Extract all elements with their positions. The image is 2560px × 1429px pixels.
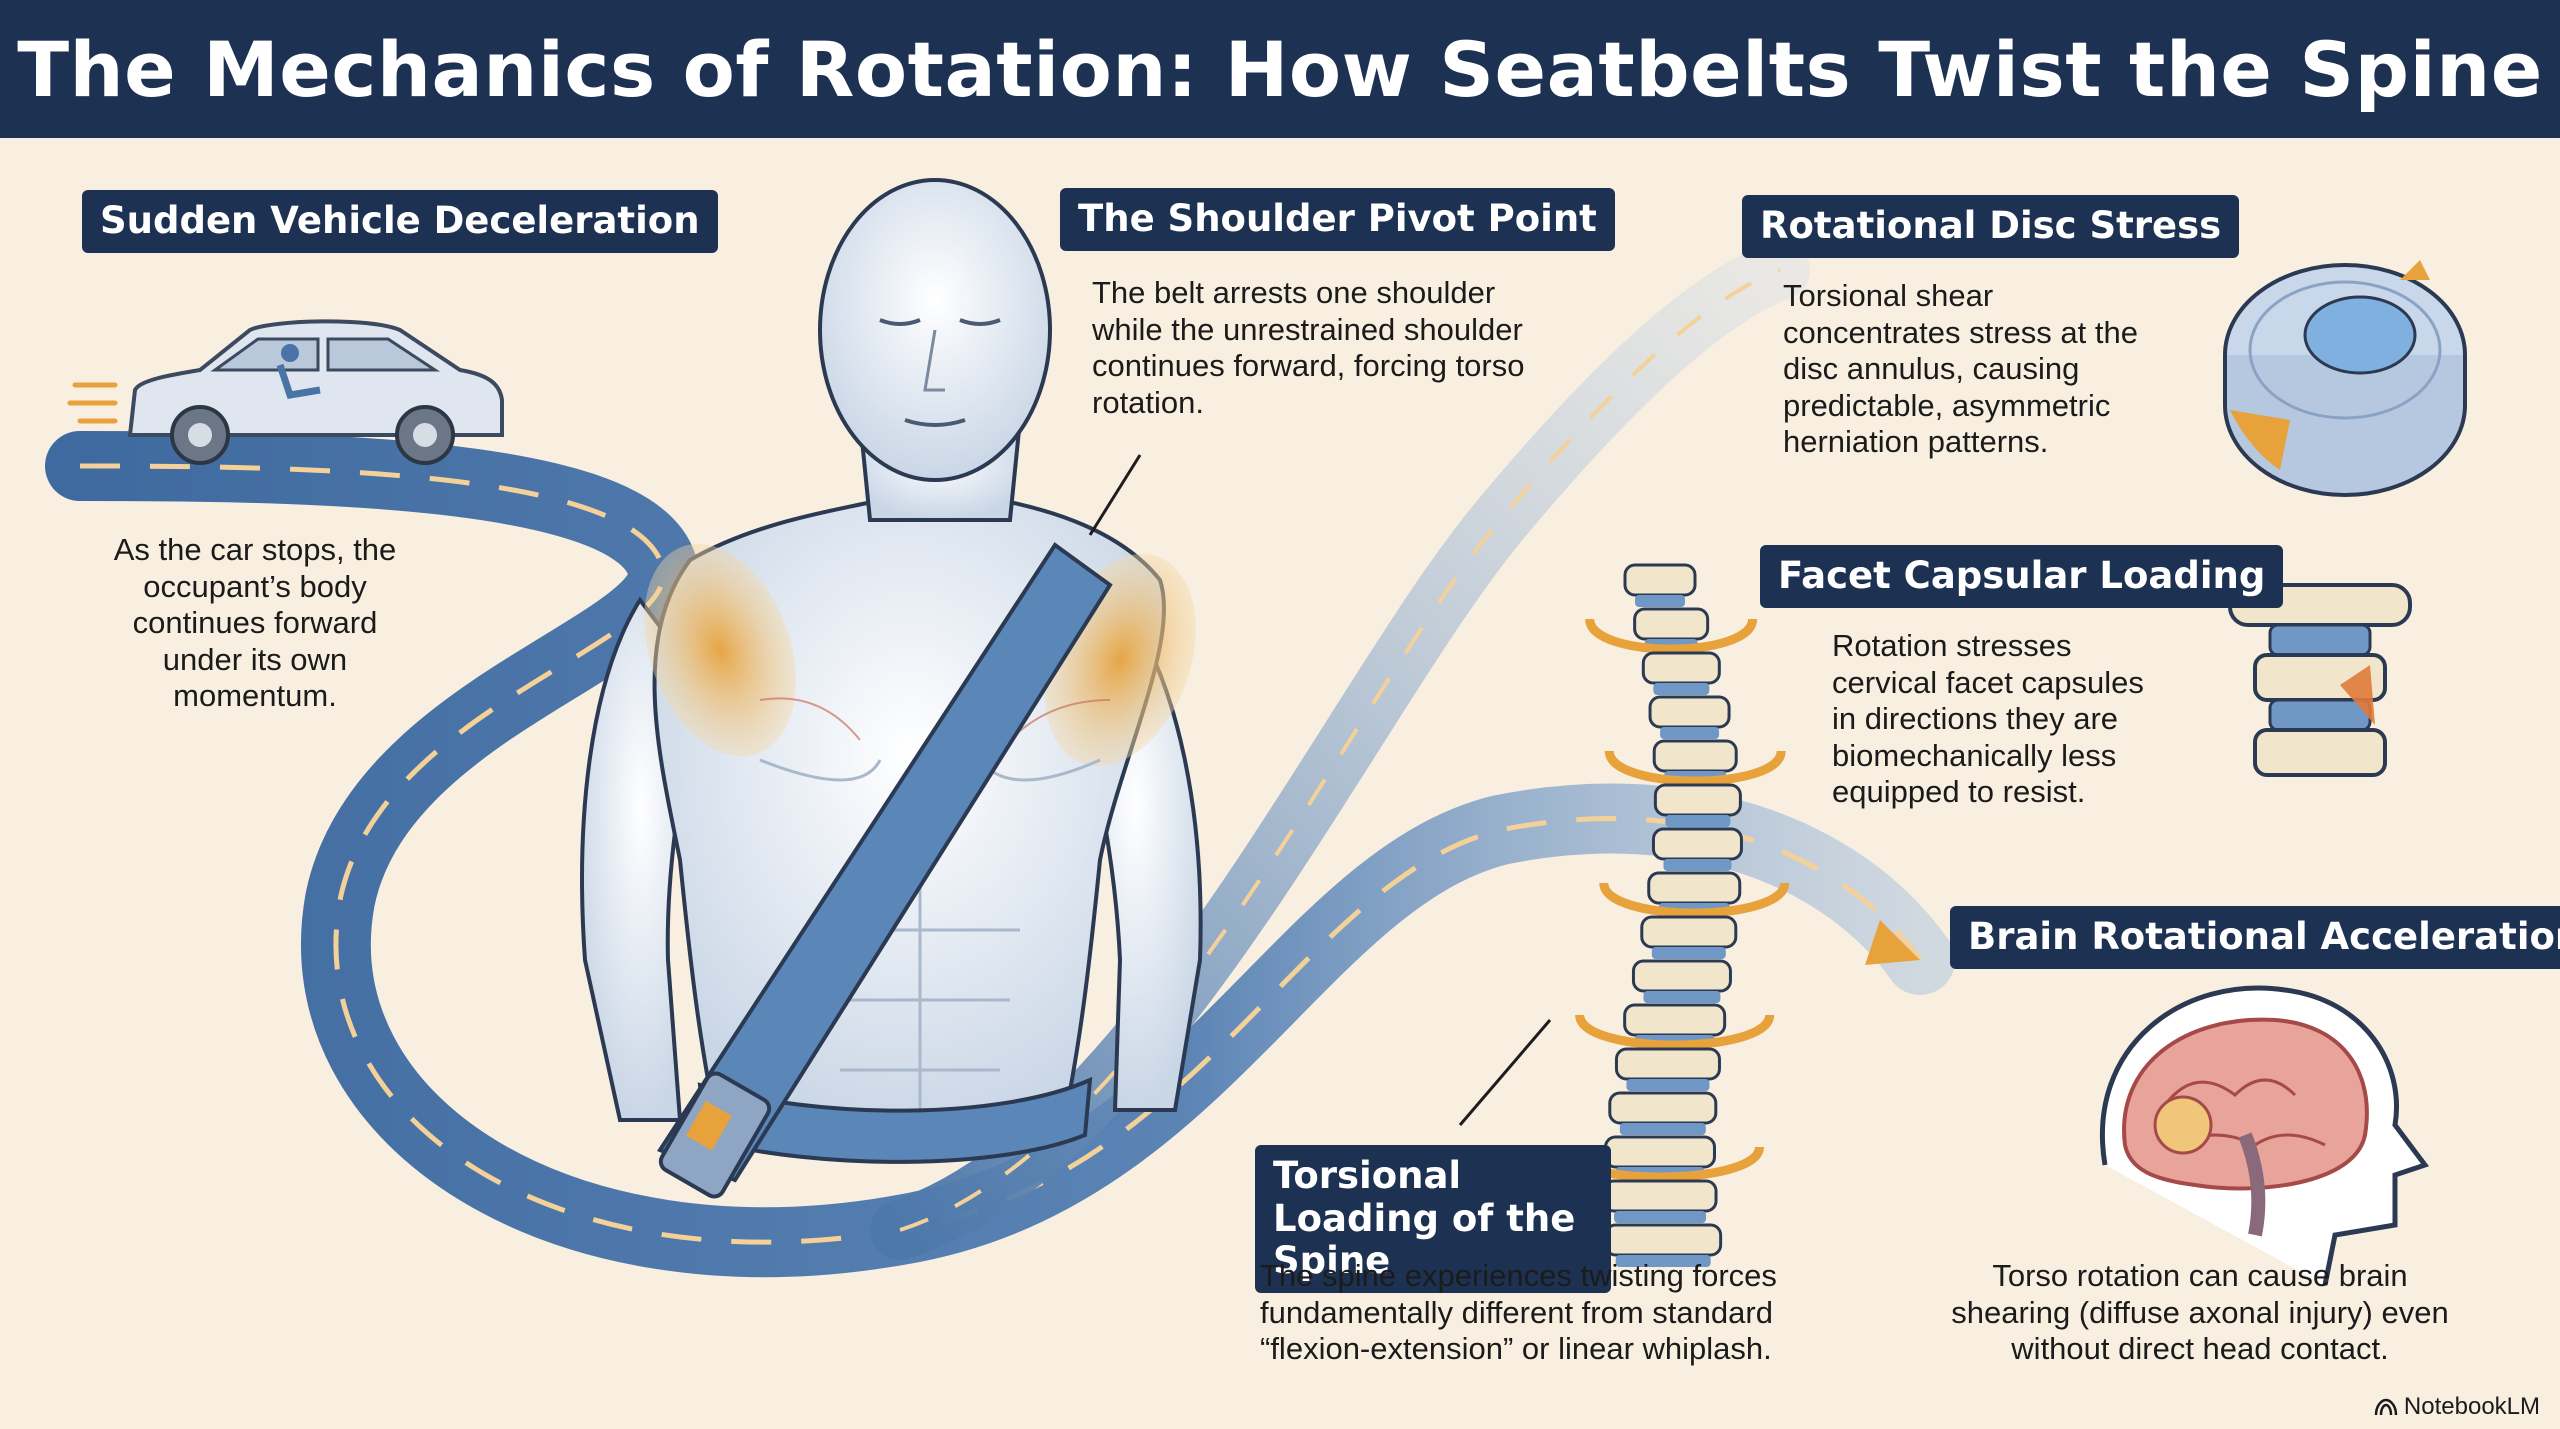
torsion-arrow (1604, 749, 1786, 786)
torsion-heading: Torsional Loading of the Spine (1255, 1145, 1611, 1293)
vertebra (1651, 827, 1743, 861)
intervertebral-disc (1653, 683, 1710, 695)
vertebra (1633, 607, 1710, 641)
vertebra (1604, 1223, 1723, 1257)
vertebra (1640, 915, 1738, 949)
footer-text: NotebookLM (2403, 1393, 2540, 1420)
car-icon (67, 319, 504, 465)
facet-heading: Facet Capsular Loading (1760, 545, 2284, 608)
intervertebral-disc (1651, 947, 1726, 959)
vertebra (1602, 1179, 1718, 1213)
vertebra (1652, 739, 1738, 773)
deceleration-heading: Sudden Vehicle Deceleration (82, 190, 718, 253)
torsion-text: The spine experiences twisting forces fu… (1260, 1258, 1777, 1367)
intervertebral-disc (1615, 1255, 1711, 1267)
intervertebral-disc (1626, 1079, 1710, 1091)
intervertebral-disc (1665, 815, 1731, 827)
vertebra (1631, 959, 1732, 993)
intervertebral-disc (1643, 991, 1721, 1003)
vertebra (1653, 783, 1742, 817)
intervertebral-disc (1660, 727, 1720, 739)
vertebrae-illustration (2228, 583, 2412, 777)
intervertebral-disc (1619, 1123, 1706, 1135)
footer-brand: NotebookLM (2374, 1393, 2540, 1421)
spine-leader-line (1458, 1019, 1552, 1126)
intervertebral-disc (1635, 595, 1685, 607)
vertebra (1608, 1091, 1718, 1125)
disc-heading: Rotational Disc Stress (1742, 195, 2240, 258)
disc-text: Torsional shear concentrates stress at t… (1783, 278, 2138, 460)
vertebra (1647, 871, 1742, 905)
brain-text: Torso rotation can cause brain shearing … (1951, 1258, 2449, 1367)
vertebra (1603, 1135, 1716, 1169)
page-title: The Mechanics of Rotation: How Seatbelts… (17, 24, 2543, 114)
brain-heading: Brain Rotational Acceleration (1950, 906, 2560, 969)
torsion-arrow (1585, 617, 1758, 654)
torsion-arrow (1599, 881, 1790, 918)
deceleration-text: As the car stops, the occupant’s body co… (113, 532, 397, 714)
facet-text: Rotation stresses cervical facet capsule… (1832, 628, 2144, 810)
vertebra (1648, 695, 1731, 729)
notebooklm-logo-icon (2374, 1398, 2398, 1416)
title-bar: The Mechanics of Rotation: How Seatbelts… (0, 0, 2560, 138)
body-illustration (580, 178, 1203, 1199)
vertebra (1641, 651, 1721, 685)
vertebra (1623, 1003, 1727, 1037)
shoulder-heading: The Shoulder Pivot Point (1060, 188, 1615, 251)
intervertebral-disc (1663, 859, 1732, 871)
disc-illustration (2223, 260, 2467, 497)
torsion-arrow (1575, 1013, 1775, 1050)
vertebra (1614, 1047, 1721, 1081)
vertebra (1623, 563, 1697, 597)
intervertebral-disc (1614, 1211, 1707, 1223)
shoulder-text: The belt arrests one shoulder while the … (1092, 275, 1525, 420)
brain-illustration (2100, 985, 2430, 1286)
shoulder-leader-line (1088, 454, 1142, 536)
